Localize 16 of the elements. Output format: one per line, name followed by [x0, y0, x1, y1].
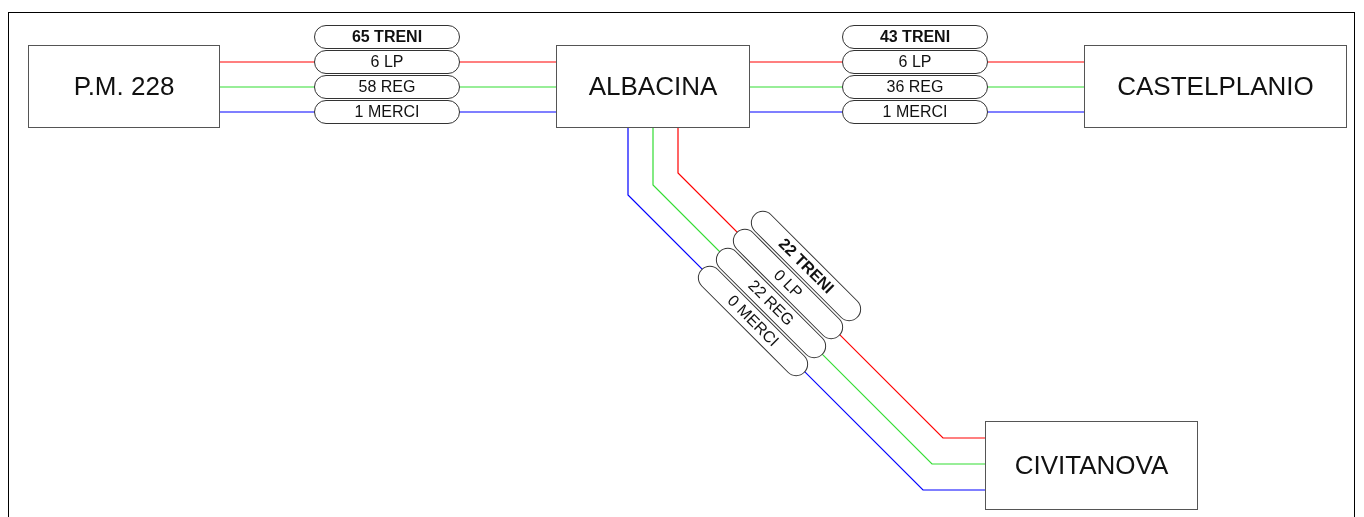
edge-label: 6 LP: [314, 50, 460, 74]
edge-label: 1 MERCI: [314, 100, 460, 124]
edge-label: 6 LP: [842, 50, 988, 74]
edge-label: 58 REG: [314, 75, 460, 99]
station-name: CIVITANOVA: [1014, 450, 1169, 481]
station-name: ALBACINA: [588, 71, 718, 102]
edge-label: 1 MERCI: [842, 100, 988, 124]
train-total-label: 65 TRENI: [314, 25, 460, 49]
station-name: P.M. 228: [73, 71, 175, 102]
station-box: [556, 45, 750, 128]
station-box: [985, 421, 1198, 510]
edge-label: 36 REG: [842, 75, 988, 99]
station-box: [1084, 45, 1347, 128]
station-box: [28, 45, 220, 128]
station-name: CASTELPLANIO: [1117, 71, 1314, 102]
train-total-label: 43 TRENI: [842, 25, 988, 49]
